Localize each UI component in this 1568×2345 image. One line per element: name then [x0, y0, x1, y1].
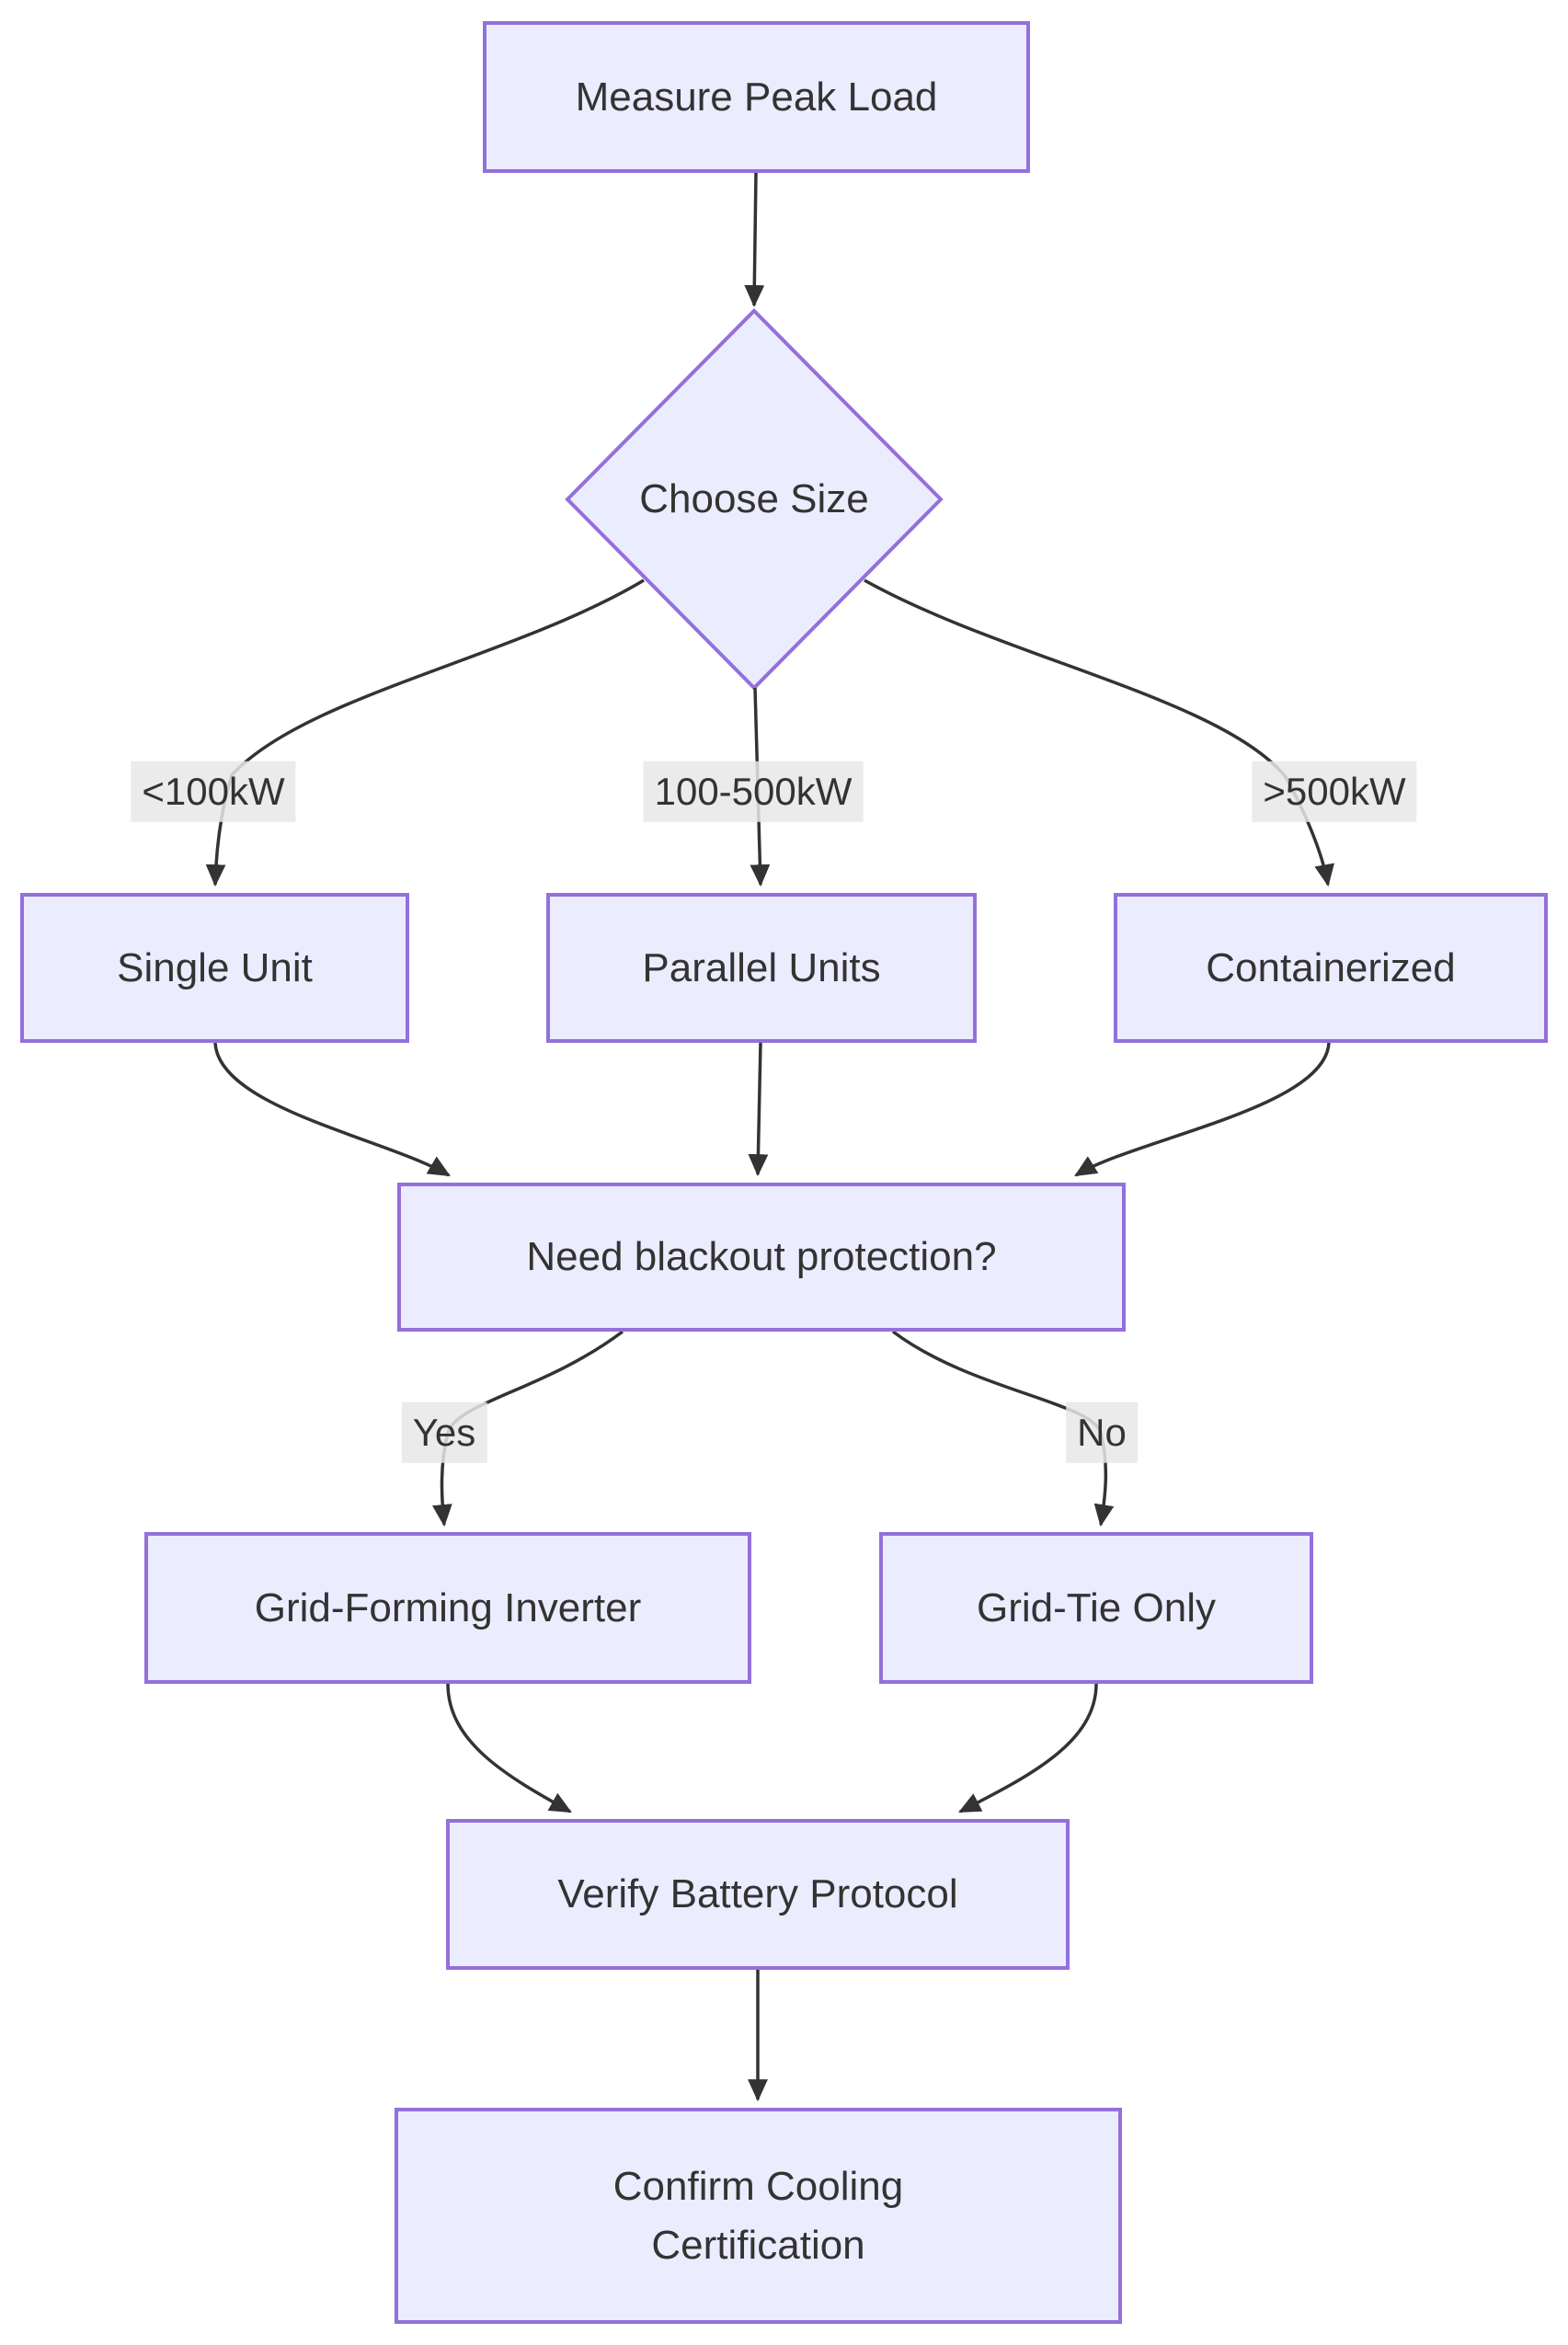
- edge-label-lt100kw: <100kW: [131, 761, 296, 823]
- node-parallel-units-label: Parallel Units: [642, 944, 881, 990]
- node-grid-forming-inverter-label: Grid-Forming Inverter: [254, 1584, 642, 1630]
- edge-single-to-need: [213, 1042, 451, 1177]
- node-measure-peak-load-label: Measure Peak Load: [575, 74, 938, 120]
- node-choose-size-label: Choose Size: [639, 476, 869, 522]
- edge-measure-to-choose: [744, 172, 765, 308]
- node-grid-forming-inverter: Grid-Forming Inverter: [144, 1532, 751, 1684]
- node-grid-tie-only-label: Grid-Tie Only: [977, 1584, 1216, 1630]
- edge-label-gt500kw: >500kW: [1252, 761, 1417, 823]
- node-confirm-cooling-certification-line2: Certification: [651, 2222, 865, 2268]
- edge-label-100-500kw: 100-500kW: [643, 761, 864, 823]
- node-containerized: Containerized: [1114, 893, 1548, 1043]
- node-single-unit-label: Single Unit: [117, 944, 313, 990]
- edge-parallel-to-need: [748, 1042, 769, 1177]
- node-confirm-cooling-certification-line1: Confirm Cooling: [612, 2163, 904, 2209]
- node-confirm-cooling-certification: Confirm Cooling Certification: [395, 2108, 1122, 2324]
- node-choose-size-shape: [565, 308, 944, 691]
- edge-choose-to-containerized: [864, 578, 1334, 887]
- node-containerized-label: Containerized: [1206, 944, 1456, 990]
- node-need-blackout-protection-label: Need blackout protection?: [526, 1234, 997, 1280]
- node-single-unit: Single Unit: [20, 893, 409, 1043]
- edge-gridtie-to-verify: [958, 1683, 1098, 1813]
- node-choose-size: Choose Size: [570, 407, 938, 591]
- node-verify-battery-protocol-label: Verify Battery Protocol: [557, 1871, 958, 1917]
- node-grid-tie-only: Grid-Tie Only: [879, 1532, 1313, 1684]
- node-need-blackout-protection: Need blackout protection?: [397, 1183, 1126, 1332]
- node-measure-peak-load: Measure Peak Load: [483, 21, 1030, 173]
- edge-label-no: No: [1066, 1401, 1138, 1464]
- edge-gridforming-to-verify: [446, 1683, 572, 1813]
- node-verify-battery-protocol: Verify Battery Protocol: [446, 1819, 1070, 1970]
- edge-containerized-to-need: [1074, 1042, 1331, 1177]
- edge-choose-to-single: [205, 578, 645, 887]
- node-parallel-units: Parallel Units: [546, 893, 977, 1043]
- edge-label-yes: Yes: [401, 1401, 487, 1464]
